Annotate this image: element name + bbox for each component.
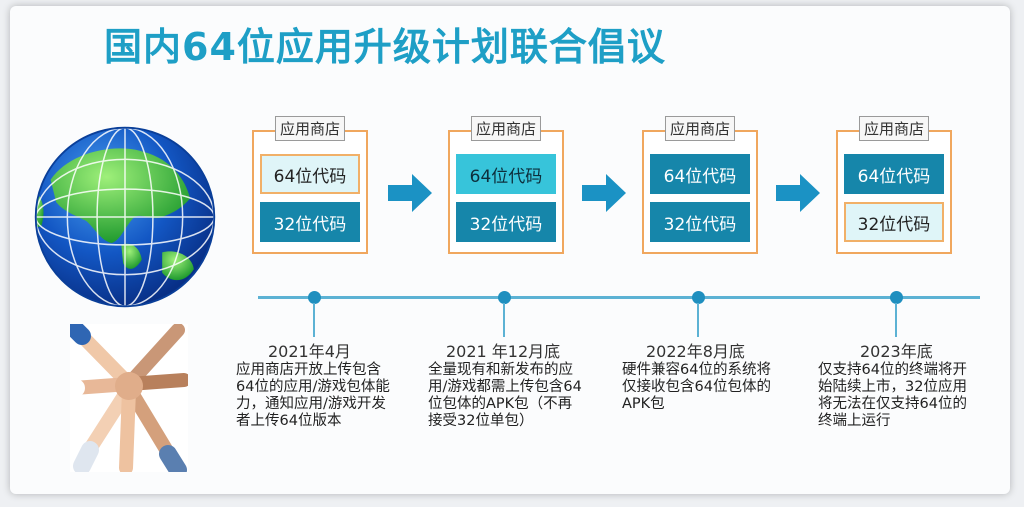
arrow-right-icon [582, 174, 626, 212]
app-store-label: 应用商店 [858, 116, 930, 141]
code-32-block: 32位代码 [844, 202, 944, 242]
page-title: 国内64位应用升级计划联合倡议 [104, 25, 666, 69]
code-32-block: 32位代码 [650, 202, 750, 242]
timeline-dot [692, 291, 705, 304]
hands-together-photo [70, 324, 188, 472]
timeline-line [258, 296, 980, 299]
stage-description: 仅支持64位的终端将开始陆续上市，32位应用将无法在仅支持64位的终端上运行 [818, 362, 967, 429]
code-32-block: 32位代码 [260, 202, 360, 242]
app-store-box: 应用商店 64位代码 32位代码 [642, 116, 758, 254]
app-store-box: 应用商店 64位代码 32位代码 [448, 116, 564, 254]
globe-icon [34, 126, 216, 308]
stage-description: 全量现有和新发布的应用/游戏都需上传包含64位包体的APK包（不再接受32位单包… [428, 362, 582, 429]
app-store-box: 应用商店 64位代码 32位代码 [836, 116, 952, 254]
code-64-block: 64位代码 [456, 154, 556, 194]
code-64-block: 64位代码 [260, 154, 360, 194]
app-store-label: 应用商店 [274, 116, 346, 141]
timeline-tick [313, 303, 315, 337]
timeline-tick [503, 303, 505, 337]
code-64-block: 64位代码 [650, 154, 750, 194]
timeline-dot [890, 291, 903, 304]
code-64-block: 64位代码 [844, 154, 944, 194]
timeline-tick [895, 303, 897, 337]
arrow-right-icon [776, 174, 820, 212]
stage-date: 2022年8月底 [646, 342, 745, 361]
stage-date: 2023年底 [860, 342, 933, 361]
timeline-tick [697, 303, 699, 337]
stage-date: 2021年4月 [268, 342, 351, 361]
timeline-dot [308, 291, 321, 304]
code-32-block: 32位代码 [456, 202, 556, 242]
arrow-right-icon [388, 174, 432, 212]
slide: 国内64位应用升级计划联合倡议 [10, 6, 1010, 494]
stage-description: 硬件兼容64位的系统将仅接收包含64位包体的APK包 [622, 362, 771, 412]
stage-date: 2021 年12月底 [446, 342, 561, 361]
stage-description: 应用商店开放上传包含64位的应用/游戏包体能力，通知应用/游戏开发者上传64位版… [236, 362, 390, 429]
app-store-label: 应用商店 [470, 116, 542, 141]
timeline-dot [498, 291, 511, 304]
app-store-label: 应用商店 [664, 116, 736, 141]
app-store-box: 应用商店 64位代码 32位代码 [252, 116, 368, 254]
